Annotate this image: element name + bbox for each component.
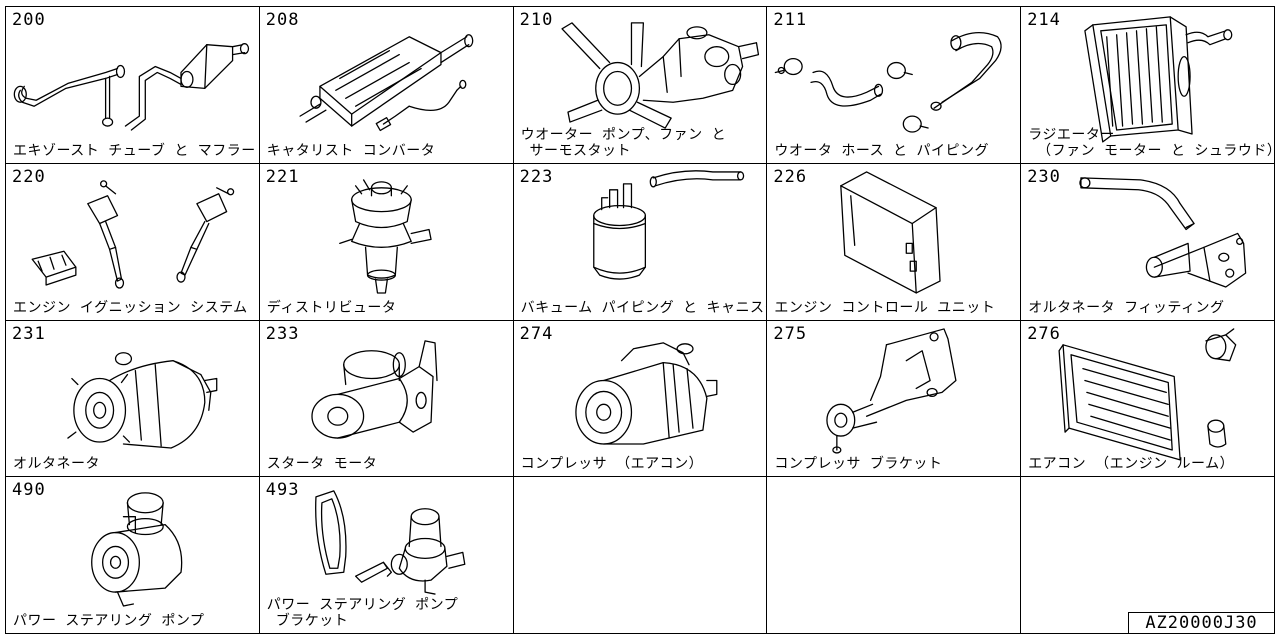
control-unit-illustration bbox=[840, 171, 942, 294]
empty-cell bbox=[767, 477, 1022, 634]
starter-motor-illustration bbox=[311, 339, 438, 439]
part-group-code: 221 bbox=[265, 166, 300, 187]
catalog-cell-274[interactable]: 274 コンプレッサ （エアコン） bbox=[513, 320, 768, 478]
water-pump-fan-illustration bbox=[560, 22, 759, 129]
part-group-name: パワー ステアリング ポンプ bbox=[13, 613, 205, 629]
part-group-name: ラジエーター （ファン モーター と シュラウド） bbox=[1028, 126, 1275, 159]
catalog-cell-211[interactable]: 211 ウオータ ホース と パイピング bbox=[767, 7, 1022, 164]
catalog-cell-226[interactable]: 226 エンジン コントロール ユニット bbox=[767, 163, 1022, 321]
catalog-cell-220[interactable]: 220 エンジン イグニッション システム bbox=[6, 163, 260, 321]
part-group-code: 210 bbox=[519, 10, 554, 30]
part-group-name: コンプレッサ （エアコン） bbox=[520, 456, 704, 473]
empty-cell bbox=[513, 477, 768, 634]
part-group-code: 223 bbox=[519, 166, 554, 187]
part-group-code: 214 bbox=[1027, 10, 1061, 30]
part-group-name: コンプレッサ ブラケット bbox=[774, 456, 943, 473]
catalog-cell-230[interactable]: 230 オルタネータ フィッティング bbox=[1021, 163, 1275, 321]
distributor-illustration bbox=[338, 178, 432, 294]
part-group-name: オルタネータ フィッティング bbox=[1028, 299, 1225, 316]
alternator-bracket-illustration bbox=[1079, 176, 1247, 288]
water-hose-illustration bbox=[775, 32, 1003, 133]
compressor-bracket-illustration bbox=[826, 327, 957, 454]
ps-pump-illustration bbox=[91, 492, 183, 607]
ignition-system-illustration bbox=[31, 179, 235, 289]
part-group-code: 211 bbox=[773, 10, 808, 30]
catalog-cell-231[interactable]: 231 オルタネータ bbox=[6, 320, 260, 478]
catalog-cell-221[interactable]: 221 ディストリビュータ bbox=[259, 163, 514, 321]
part-group-name: ウオータ ホース と パイピング bbox=[774, 142, 989, 159]
part-group-code: 233 bbox=[265, 323, 300, 344]
exhaust-muffler-illustration bbox=[13, 43, 250, 131]
catalog-cell-275[interactable]: 275 コンプレッサ ブラケット bbox=[767, 320, 1022, 478]
part-group-name: スタータ モータ bbox=[266, 456, 378, 473]
part-group-code: 490 bbox=[12, 480, 46, 501]
part-group-code: 493 bbox=[265, 480, 300, 501]
part-group-code: 275 bbox=[773, 323, 808, 344]
catalog-cell-490[interactable]: 490 パワー ステアリング ポンプ bbox=[6, 477, 260, 634]
catalog-cell-200[interactable]: 200 エキゾースト チューブ と マフラー bbox=[6, 7, 260, 164]
part-group-name: キャタリスト コンバータ bbox=[266, 142, 436, 159]
part-group-name: エンジン イグニッション システム bbox=[13, 299, 248, 316]
part-group-code: 220 bbox=[12, 166, 46, 187]
catalog-cell-208[interactable]: 208 キャタリスト コンバータ bbox=[259, 7, 514, 164]
part-group-name: バキューム パイピング と キャニスタ bbox=[520, 299, 768, 316]
catalytic-converter-illustration bbox=[299, 34, 474, 132]
part-group-name: エアコン （エンジン ルーム） bbox=[1028, 456, 1235, 473]
part-group-code: 230 bbox=[1027, 166, 1061, 187]
ps-pump-bracket-illustration bbox=[314, 490, 466, 595]
catalog-cell-223[interactable]: 223 バキューム パイピング と キャニスタ bbox=[513, 163, 768, 321]
radiator-illustration bbox=[1084, 16, 1233, 143]
part-group-name: オルタネータ bbox=[13, 456, 100, 473]
catalog-cell-233[interactable]: 233 スタータ モータ bbox=[259, 320, 514, 478]
part-group-name: エキゾースト チューブ と マフラー bbox=[13, 142, 256, 159]
parts-catalog-grid: 200 エキゾースト チューブ と マフラー 208 bbox=[5, 6, 1275, 634]
part-group-name: パワー ステアリング ポンプ ブラケット bbox=[266, 597, 459, 629]
part-group-code: 274 bbox=[519, 323, 554, 344]
catalog-cell-214[interactable]: 214 ラジエーター （ファン モーター と シュラウド） bbox=[1021, 7, 1275, 164]
ac-condenser-illustration bbox=[1058, 327, 1237, 461]
catalog-cell-276[interactable]: 276 エアコン （エンジン ルーム） bbox=[1021, 320, 1275, 478]
reference-code: AZ20000J30 bbox=[1128, 612, 1275, 634]
part-group-code: 200 bbox=[12, 10, 46, 30]
catalog-cell-210[interactable]: 210 ウオーター ポンプ、ファン と サーモスタット bbox=[513, 7, 768, 164]
part-group-name: ディストリビュータ bbox=[266, 299, 397, 316]
part-group-code: 231 bbox=[12, 323, 46, 344]
empty-cell bbox=[1021, 477, 1275, 634]
part-group-code: 226 bbox=[773, 166, 808, 187]
part-group-name: ウオーター ポンプ、ファン と サーモスタット bbox=[520, 126, 727, 159]
part-group-code: 276 bbox=[1027, 323, 1061, 344]
part-group-name: エンジン コントロール ユニット bbox=[774, 299, 996, 316]
catalog-cell-493[interactable]: 493 パワー ステアリング ポンプ ブラケット bbox=[259, 477, 514, 634]
ac-compressor-illustration bbox=[574, 341, 718, 445]
part-group-code: 208 bbox=[265, 10, 300, 30]
alternator-illustration bbox=[67, 351, 218, 449]
vacuum-canister-illustration bbox=[592, 169, 744, 280]
